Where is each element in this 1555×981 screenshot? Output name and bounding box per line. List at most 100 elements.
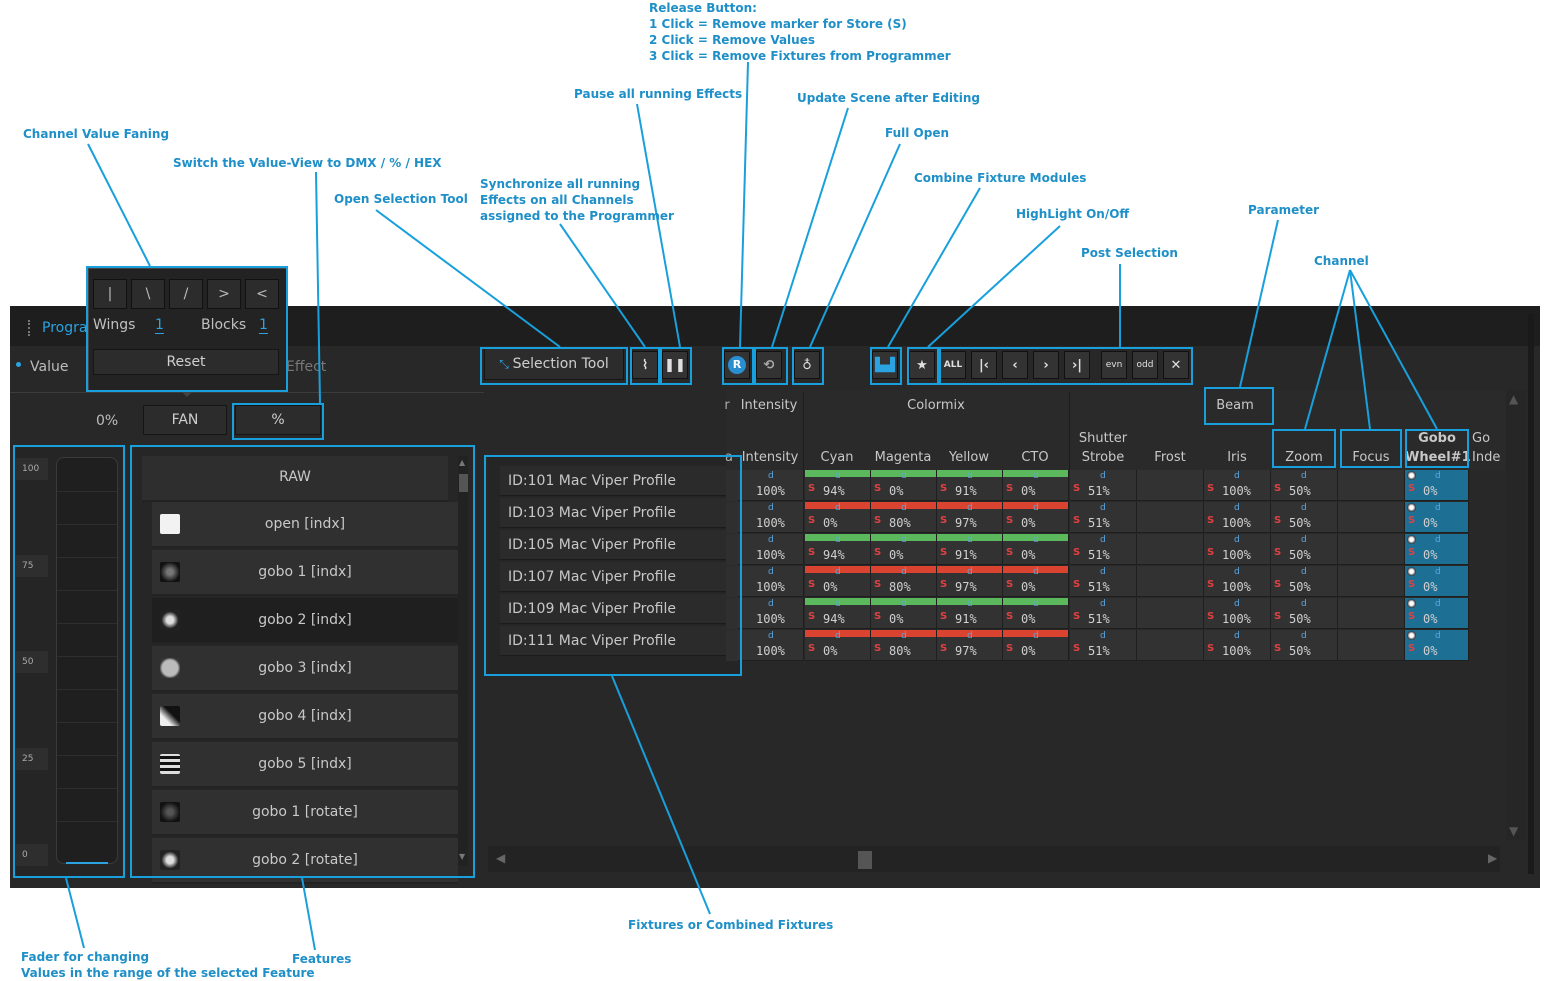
- col-cyan[interactable]: Cyan: [820, 450, 854, 465]
- grid-cell-focus[interactable]: [1338, 630, 1405, 661]
- col-yellow[interactable]: Yellow: [948, 450, 990, 465]
- tab-effect[interactable]: Effect: [286, 359, 327, 375]
- store-marker[interactable]: S: [874, 611, 882, 622]
- store-marker[interactable]: S: [1207, 515, 1215, 526]
- fader-level-indicator[interactable]: [66, 862, 108, 864]
- scroll-left-icon[interactable]: ◀: [496, 851, 506, 865]
- fan-mode-button[interactable]: >: [207, 279, 241, 309]
- col-frost[interactable]: Frost: [1154, 450, 1186, 465]
- store-marker[interactable]: S: [808, 483, 816, 494]
- last-button[interactable]: ›|: [1064, 351, 1090, 379]
- grid-cell-frost[interactable]: [1137, 470, 1204, 501]
- grid-cell-frost[interactable]: [1137, 502, 1204, 533]
- features-scrollbar[interactable]: [458, 456, 468, 866]
- fan-mode-button[interactable]: |: [93, 279, 127, 309]
- fan-mode-button[interactable]: <: [245, 279, 279, 309]
- store-marker[interactable]: S: [940, 515, 948, 526]
- grid-hscrollbar[interactable]: [488, 846, 1500, 872]
- store-marker[interactable]: S: [1274, 611, 1282, 622]
- feature-row[interactable]: gobo 2 [indx]: [152, 598, 458, 644]
- store-marker[interactable]: S: [1207, 579, 1215, 590]
- store-marker[interactable]: S: [940, 611, 948, 622]
- select-odd-button[interactable]: odd: [1132, 351, 1158, 379]
- next-button[interactable]: ›: [1033, 351, 1059, 379]
- store-marker[interactable]: S: [808, 547, 816, 558]
- fan-reset-button[interactable]: Reset: [93, 349, 279, 375]
- grid-cell-frost[interactable]: [1137, 534, 1204, 565]
- update-scene-button[interactable]: ⟲: [756, 351, 782, 379]
- grid-cell-focus[interactable]: [1338, 598, 1405, 629]
- col-cto[interactable]: CTO: [1021, 450, 1049, 465]
- grid-scroll-up-icon[interactable]: ▲: [1509, 392, 1519, 406]
- grid-cell-focus[interactable]: [1338, 470, 1405, 501]
- store-marker[interactable]: S: [1207, 611, 1215, 622]
- fixture-row[interactable]: ID:105 Mac Viper Profile: [500, 530, 740, 560]
- store-marker[interactable]: S: [1073, 483, 1081, 494]
- grid-cell-focus[interactable]: [1338, 566, 1405, 597]
- scroll-down-icon[interactable]: ▼: [459, 852, 466, 861]
- full-open-button[interactable]: ♁: [794, 351, 820, 379]
- col-intensity[interactable]: Intensity: [741, 450, 799, 465]
- store-marker[interactable]: S: [1274, 579, 1282, 590]
- store-marker[interactable]: S: [874, 483, 882, 494]
- store-marker[interactable]: S: [1073, 643, 1081, 654]
- store-marker[interactable]: S: [1274, 515, 1282, 526]
- feature-row[interactable]: gobo 3 [indx]: [152, 646, 458, 692]
- store-marker[interactable]: S: [1207, 547, 1215, 558]
- fixture-row[interactable]: ID:107 Mac Viper Profile: [500, 562, 740, 592]
- grid-cell-focus[interactable]: [1338, 502, 1405, 533]
- feature-row[interactable]: gobo 1 [indx]: [152, 550, 458, 596]
- programmer-tab[interactable]: Progra: [42, 320, 88, 336]
- store-marker[interactable]: S: [1274, 483, 1282, 494]
- store-marker[interactable]: S: [874, 515, 882, 526]
- store-marker[interactable]: S: [1073, 611, 1081, 622]
- store-marker[interactable]: S: [1006, 643, 1014, 654]
- store-marker[interactable]: S: [808, 643, 816, 654]
- sync-effects-button[interactable]: ⌇: [632, 351, 658, 379]
- grid-scroll-down-icon[interactable]: ▼: [1509, 824, 1519, 838]
- fader-track[interactable]: [56, 457, 118, 864]
- fixture-row[interactable]: ID:109 Mac Viper Profile: [500, 594, 740, 624]
- col-focus[interactable]: Focus: [1352, 450, 1390, 465]
- store-marker[interactable]: S: [1006, 483, 1014, 494]
- scroll-right-icon[interactable]: ▶: [1488, 851, 1498, 865]
- store-marker[interactable]: S: [808, 515, 816, 526]
- store-marker[interactable]: S: [1408, 547, 1416, 558]
- store-marker[interactable]: S: [1408, 483, 1416, 494]
